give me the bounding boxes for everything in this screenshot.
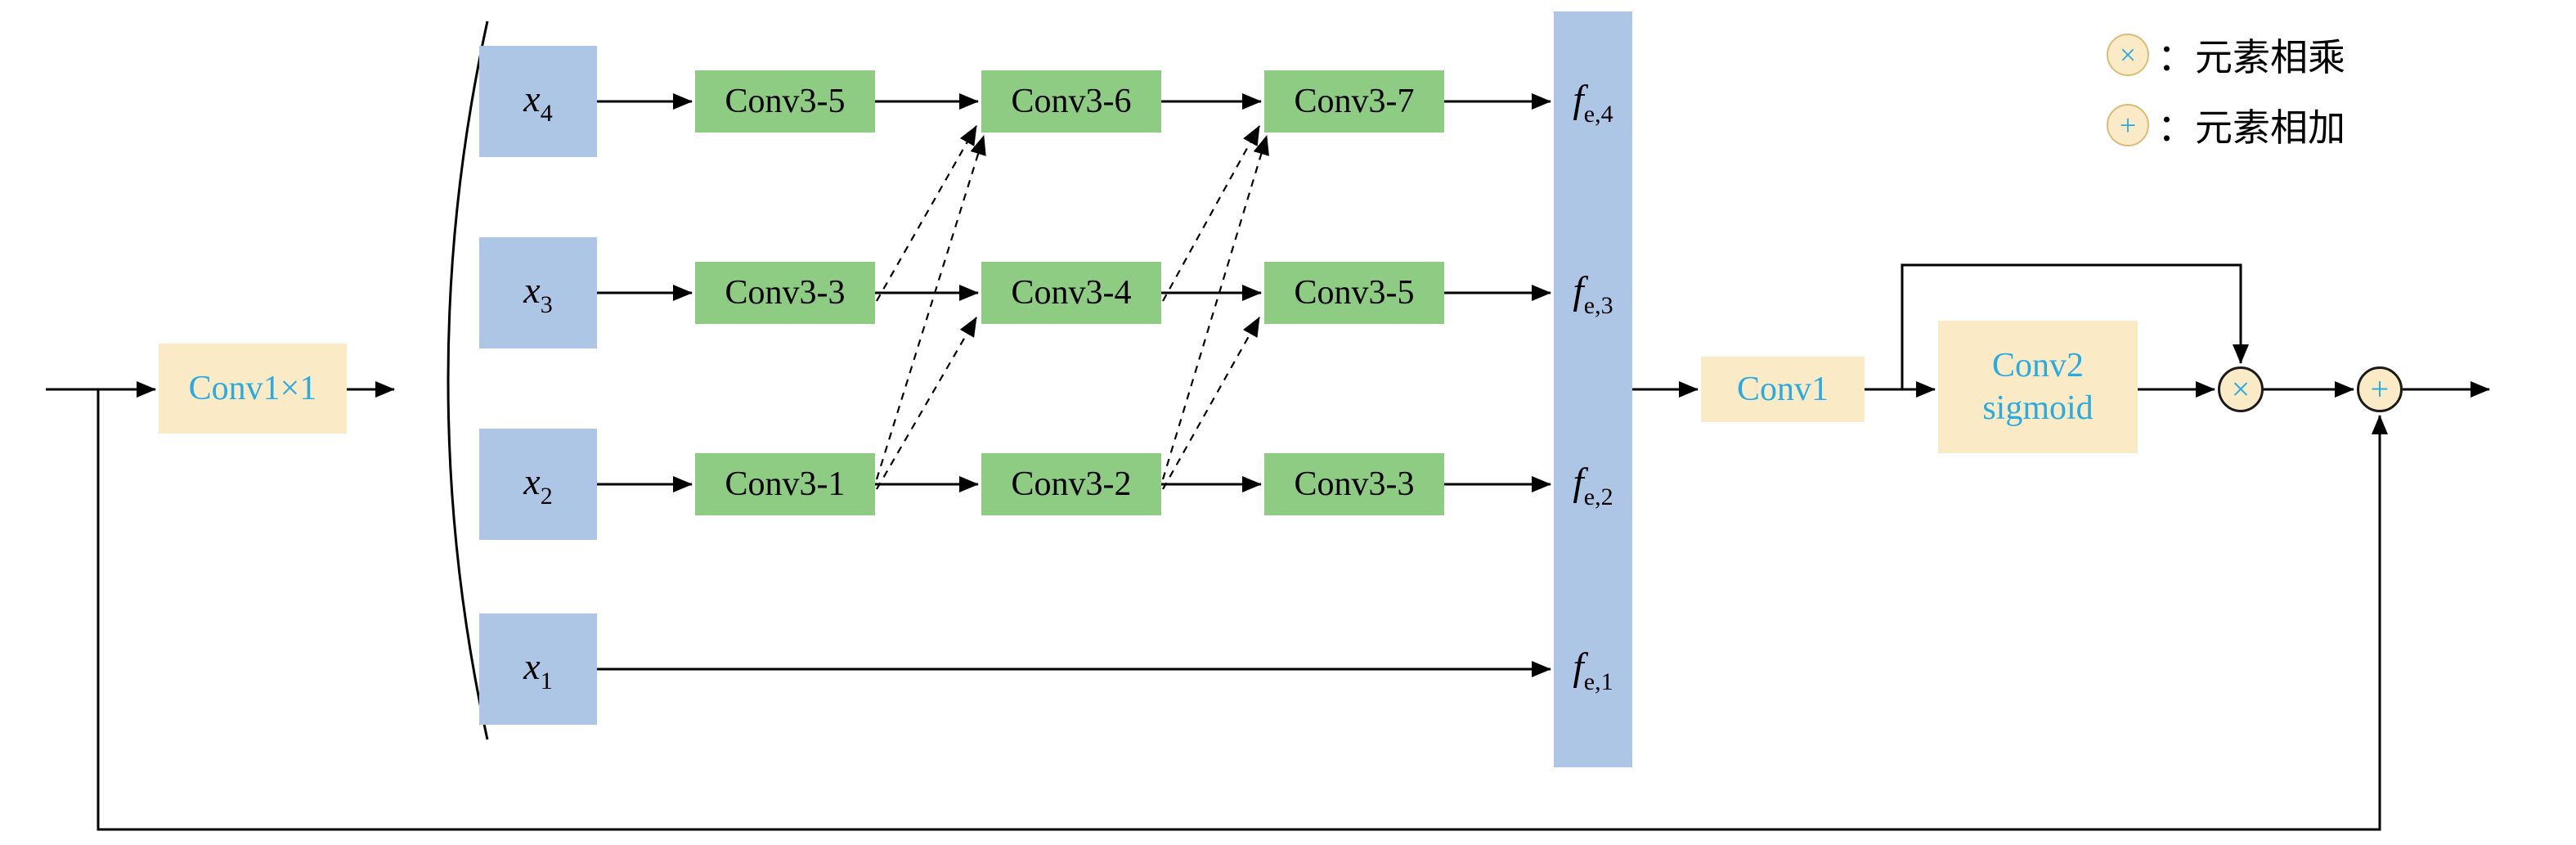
dashed-conv31-to-conv34 [876,317,977,490]
output-label-fe2: fe,2 [1573,460,1613,510]
add-node: + [2357,366,2403,412]
conv-block-r2c3: Conv3-5 [1264,262,1444,324]
output-label-fe1: fe,1 [1573,645,1613,695]
x2-label: x [523,461,541,502]
legend-multiply-label: ：元素相乘 [2157,37,2345,79]
legend-item-add: + ：元素相加 [2107,103,2345,149]
conv-block-r2c2: Conv3-4 [981,262,1161,324]
branch-box-x4: x4 [479,46,597,157]
dashed-conv32-to-conv35 [1162,317,1260,490]
legend-multiply-icon: × [2107,34,2149,76]
conv2-label: Conv2 [1991,346,2084,384]
multiply-icon: × [2231,371,2251,407]
conv1x1-block: Conv1×1 [159,344,347,434]
conv-block-r3c3: Conv3-3 [1264,453,1444,515]
dashed-conv32-to-conv37 [1161,135,1269,480]
legend-add-label: ：元素相加 [2157,107,2345,149]
conv-block-r1c3: Conv3-7 [1264,70,1444,133]
dashed-conv33-to-conv36 [876,125,977,302]
conv1-label: Conv1 [1736,371,1829,408]
legend-item-multiply: × ：元素相乘 [2107,33,2345,79]
identity-branch-line [1901,263,2249,389]
x4-label: x [523,78,541,119]
dashed-conv34-to-conv37 [1162,125,1260,302]
x1-label: x [523,645,541,687]
conv2-sigmoid-block: Conv2 sigmoid [1938,321,2138,453]
split-brace [447,20,489,740]
x3-label: x [523,269,541,311]
multiply-node: × [2218,366,2264,412]
conv-block-r1c2: Conv3-6 [981,70,1161,133]
branch-box-x3: x3 [479,237,597,348]
conv-block-r1c1: Conv3-5 [695,70,875,133]
sigmoid-label: sigmoid [1982,389,2094,427]
legend-add-icon: + [2107,104,2149,146]
dashed-conv31-to-conv36 [875,135,986,480]
branch-box-x2: x2 [479,429,597,540]
branch-box-x1: x1 [479,614,597,725]
output-label-fe4: fe,4 [1573,77,1613,128]
conv1-block: Conv1 [1701,357,1865,422]
output-label-fe3: fe,3 [1573,268,1613,319]
conv-block-r3c1: Conv3-1 [695,453,875,515]
conv1x1-label: Conv1×1 [188,370,317,407]
skip-connection-line [96,389,2388,831]
add-icon: + [2370,371,2390,407]
conv-block-r3c2: Conv3-2 [981,453,1161,515]
conv-block-r2c1: Conv3-3 [695,262,875,324]
concat-bar [1554,11,1632,767]
